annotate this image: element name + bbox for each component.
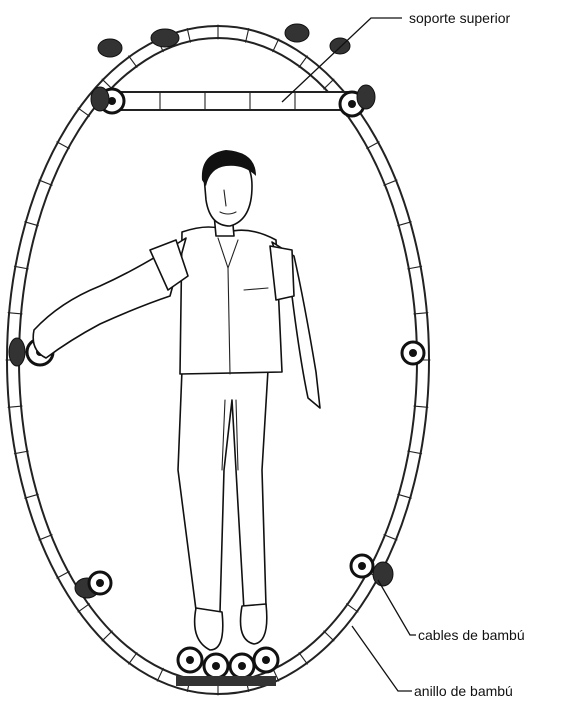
- foot-rings: [176, 648, 278, 686]
- label-top-support: soporte superior: [409, 10, 511, 26]
- label-bamboo-cables: cables de bambú: [418, 627, 525, 643]
- leader-bamboo-ring: [352, 626, 412, 691]
- man-figure: [33, 150, 320, 650]
- leader-bamboo-cables: [378, 580, 416, 635]
- label-bamboo-ring: anillo de bambú: [414, 683, 513, 699]
- top-support-bar: [100, 89, 364, 116]
